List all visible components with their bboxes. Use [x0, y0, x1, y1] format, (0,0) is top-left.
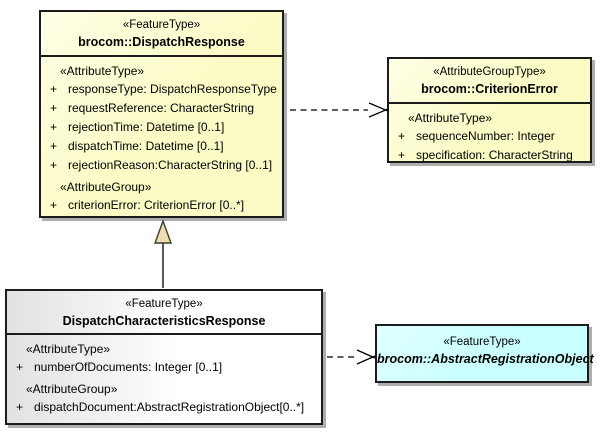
class-name: DispatchCharacteristicsResponse: [62, 314, 266, 328]
stereotype-label: «FeatureType»: [125, 298, 203, 310]
attribute-text: dispatchDocument:AbstractRegistrationObj…: [34, 400, 305, 414]
attribute-row: + criterionError: CriterionError [0..*]: [41, 196, 282, 215]
visibility-symbol: +: [50, 120, 58, 134]
attribute-text: criterionError: CriterionError [0..*]: [68, 198, 245, 212]
attribute-row: + requestReference: CharacterString: [41, 99, 282, 118]
attribute-text: rejectionTime: Datetime [0..1]: [68, 120, 225, 134]
attribute-row: + rejectionTime: Datetime [0..1]: [41, 118, 282, 137]
class-attribute-compartment: «AttributeType» + numberOfDocuments: Int…: [7, 335, 321, 417]
class-box-abstract-registration-object: «FeatureType» brocom::AbstractRegistrati…: [375, 324, 594, 383]
attribute-row: + dispatchDocument:AbstractRegistrationO…: [7, 398, 321, 417]
attribute-row: + responseType: DispatchResponseType: [41, 80, 282, 99]
section-label: «AttributeGroup»: [60, 180, 152, 194]
visibility-symbol: +: [398, 129, 406, 143]
generalization-arrow: [154, 218, 172, 288]
class-header: «AttributeGroupType» brocom::CriterionEr…: [389, 59, 590, 104]
stereotype-label: «AttributeGroupType»: [433, 66, 546, 78]
attribute-text: rejectionReason:CharacterString [0..1]: [68, 158, 273, 172]
stereotype-label: «FeatureType»: [122, 19, 201, 31]
class-name: brocom::CriterionError: [421, 82, 558, 96]
attribute-text: dispatchTime: Datetime [0..1]: [68, 139, 224, 153]
class-attribute-compartment: «AttributeType» + sequenceNumber: Intege…: [389, 104, 590, 165]
attribute-text: responseType: DispatchResponseType: [68, 82, 277, 96]
section-label: «AttributeType»: [408, 111, 493, 125]
attribute-row: + rejectionReason:CharacterString [0..1]: [41, 156, 282, 175]
attribute-row: + sequenceNumber: Integer: [389, 127, 590, 146]
attribute-text: numberOfDocuments: Integer [0..1]: [34, 360, 223, 374]
attribute-row: + specification: CharacterString: [389, 146, 590, 165]
dependency-arrow-criterion-error: [290, 102, 389, 118]
class-box-criterion-error: «AttributeGroupType» brocom::CriterionEr…: [387, 57, 592, 163]
attribute-row: + dispatchTime: Datetime [0..1]: [41, 137, 282, 156]
attribute-text: specification: CharacterString: [416, 148, 573, 162]
attribute-text: requestReference: CharacterString: [68, 101, 255, 115]
class-box-dispatch-characteristics-response: «FeatureType» DispatchCharacteristicsRes…: [5, 289, 323, 425]
stereotype-label: «FeatureType»: [443, 336, 521, 348]
class-header: «FeatureType» brocom::DispatchResponse: [41, 12, 282, 57]
section-label: «AttributeType»: [26, 342, 111, 356]
dependency-arrow-abstract-registration-object: [327, 349, 376, 365]
visibility-symbol: +: [50, 158, 58, 172]
visibility-symbol: +: [50, 139, 58, 153]
attribute-row: + numberOfDocuments: Integer [0..1]: [7, 358, 321, 377]
class-box-dispatch-response: «FeatureType» brocom::DispatchResponse «…: [39, 10, 284, 218]
visibility-symbol: +: [50, 82, 58, 96]
class-attribute-compartment: «AttributeType» + responseType: Dispatch…: [41, 57, 282, 215]
visibility-symbol: +: [50, 101, 58, 115]
attribute-text: sequenceNumber: Integer: [416, 129, 555, 143]
section-label: «AttributeType»: [60, 64, 145, 78]
class-header: «FeatureType» DispatchCharacteristicsRes…: [7, 291, 321, 335]
class-name: brocom::AbstractRegistrationObject: [377, 352, 594, 366]
class-name: brocom::DispatchResponse: [78, 35, 245, 49]
section-label: «AttributeGroup»: [26, 382, 118, 396]
visibility-symbol: +: [16, 360, 24, 374]
class-header: «FeatureType» brocom::AbstractRegistrati…: [377, 326, 594, 369]
visibility-symbol: +: [398, 148, 406, 162]
visibility-symbol: +: [50, 198, 58, 212]
visibility-symbol: +: [16, 400, 24, 414]
